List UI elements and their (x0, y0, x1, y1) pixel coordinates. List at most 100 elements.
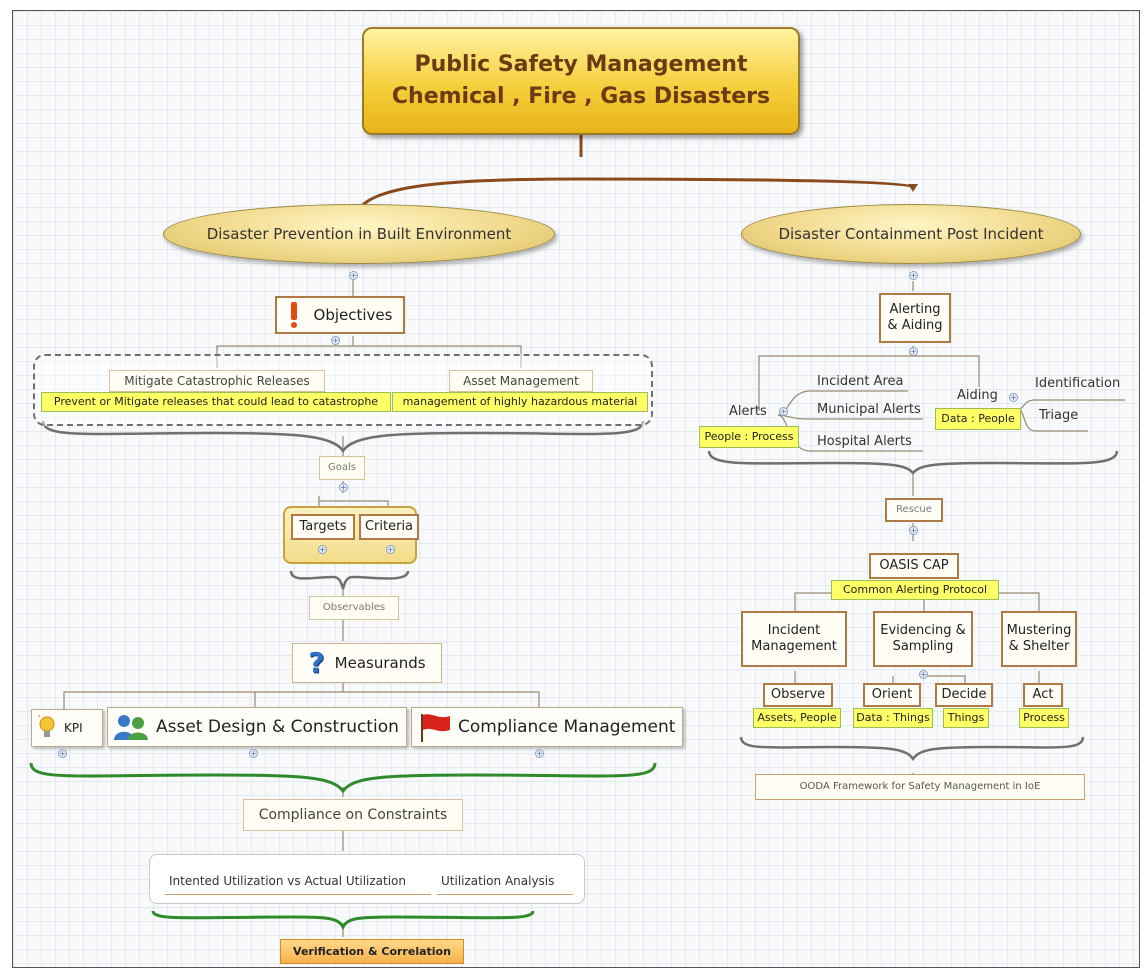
node-asset-design[interactable]: Asset Design & Construction (107, 707, 407, 747)
node-alerting-line2: & Aiding (887, 318, 943, 333)
node-identification[interactable]: Identification (1031, 373, 1131, 395)
node-asset-design-label: Asset Design & Construction (156, 716, 399, 737)
node-compliance-constraints[interactable]: Compliance on Constraints (243, 799, 463, 831)
expand-plus-icon[interactable]: + (909, 271, 918, 280)
node-mustering-line2: & Shelter (1008, 639, 1070, 654)
node-incident-area[interactable]: Incident Area (813, 371, 913, 393)
lightbulb-icon (38, 715, 56, 741)
utilization-frame (149, 854, 585, 904)
expand-plus-icon[interactable]: + (909, 347, 918, 356)
note-aiding-text: Data : People (941, 412, 1015, 426)
node-intended-utilization[interactable]: Intented Utilization vs Actual Utilizati… (165, 869, 431, 895)
note-act: Process (1019, 708, 1069, 728)
node-hospital-alerts-label: Hospital Alerts (817, 434, 912, 450)
node-objectives-label: Objectives (313, 306, 393, 324)
topic-disaster-prevention[interactable]: Disaster Prevention in Built Environment (163, 204, 555, 264)
expand-plus-icon[interactable]: + (909, 526, 918, 535)
node-targets[interactable]: Targets (291, 514, 355, 540)
connector-lines (29, 135, 1125, 937)
node-aiding[interactable]: Aiding (953, 385, 1009, 407)
node-goals[interactable]: Goals (319, 456, 365, 480)
node-observe[interactable]: Observe (763, 683, 833, 707)
node-observables[interactable]: Observables (309, 596, 399, 620)
expand-plus-icon[interactable]: + (349, 271, 358, 280)
node-municipal-alerts[interactable]: Municipal Alerts (813, 399, 929, 421)
note-observe-text: Assets, People (757, 711, 837, 725)
node-incident-area-label: Incident Area (817, 374, 904, 390)
central-topic[interactable]: Public Safety Management Chemical , Fire… (362, 27, 800, 135)
expand-plus-icon[interactable]: + (535, 749, 544, 758)
node-compliance-management-label: Compliance Management (458, 716, 676, 737)
expand-plus-icon[interactable]: + (249, 749, 258, 758)
note-alerts: People : Process (699, 426, 799, 448)
node-incident-management[interactable]: Incident Management (741, 611, 847, 667)
note-aiding: Data : People (935, 408, 1021, 430)
node-observe-label: Observe (770, 687, 826, 703)
node-measurands[interactable]: ? Measurands (292, 643, 442, 683)
question-icon: ? (308, 646, 325, 680)
node-rescue[interactable]: Rescue (885, 498, 943, 522)
node-decide[interactable]: Decide (935, 683, 993, 707)
expand-plus-icon[interactable]: + (318, 545, 327, 554)
node-oasis-cap-label: OASIS CAP (879, 558, 949, 574)
node-targets-label: Targets (299, 519, 347, 535)
node-goals-label: Goals (328, 462, 356, 473)
note-asset-management: management of highly hazardous material (392, 392, 648, 412)
note-oasis-cap-text: Common Alerting Protocol (842, 583, 988, 597)
node-utilization-analysis[interactable]: Utilization Analysis (437, 869, 573, 895)
node-compliance-management[interactable]: Compliance Management (411, 707, 683, 747)
topic-disaster-containment[interactable]: Disaster Containment Post Incident (741, 204, 1081, 264)
people-icon (114, 714, 148, 740)
node-asset-management-label: Asset Management (463, 373, 579, 388)
note-act-text: Process (1023, 711, 1065, 725)
node-incident-mgmt-line1: Incident (767, 623, 821, 639)
node-incident-mgmt-line2: Management (751, 639, 837, 654)
node-hospital-alerts[interactable]: Hospital Alerts (813, 431, 923, 453)
node-criteria[interactable]: Criteria (359, 514, 419, 540)
node-orient-label: Orient (871, 687, 913, 703)
node-aiding-label: Aiding (957, 388, 998, 404)
note-observe: Assets, People (753, 708, 841, 728)
note-decide: Things (943, 708, 989, 728)
node-criteria-label: Criteria (364, 519, 414, 535)
node-ooda-framework[interactable]: OODA Framework for Safety Management in … (755, 774, 1085, 800)
node-evidencing-sampling[interactable]: Evidencing & Sampling (873, 611, 973, 667)
expand-plus-icon[interactable]: + (331, 336, 340, 345)
expand-plus-icon[interactable]: + (386, 545, 395, 554)
node-orient[interactable]: Orient (863, 683, 921, 707)
node-alerting-line1: Alerting (889, 302, 941, 318)
node-alerts[interactable]: Alerts (725, 401, 775, 423)
node-oasis-cap[interactable]: OASIS CAP (869, 553, 959, 579)
note-alerts-text: People : Process (704, 430, 794, 444)
expand-plus-icon[interactable]: + (58, 749, 67, 758)
node-verification-correlation[interactable]: Verification & Correlation (280, 939, 464, 964)
node-objectives[interactable]: Objectives (275, 296, 405, 334)
node-identification-label: Identification (1035, 376, 1121, 392)
node-measurands-label: Measurands (334, 654, 426, 672)
topic-disaster-prevention-label: Disaster Prevention in Built Environment (206, 225, 512, 243)
node-triage[interactable]: Triage (1035, 405, 1091, 427)
node-rescue-label: Rescue (896, 504, 932, 515)
node-observables-label: Observables (322, 602, 386, 613)
expand-plus-icon[interactable]: + (919, 670, 928, 679)
node-verification-correlation-label: Verification & Correlation (293, 944, 451, 958)
node-act-label: Act (1032, 687, 1054, 703)
note-mitigate: Prevent or Mitigate releases that could … (41, 392, 391, 412)
node-mustering-line1: Mustering (1006, 623, 1072, 639)
expand-plus-icon[interactable]: + (1009, 393, 1018, 402)
central-topic-line2: Chemical , Fire , Gas Disasters (391, 84, 771, 109)
node-asset-management[interactable]: Asset Management (449, 370, 593, 392)
node-mustering-shelter[interactable]: Mustering & Shelter (1001, 611, 1077, 667)
node-alerting-aiding[interactable]: Alerting & Aiding (879, 293, 951, 343)
node-alerts-label: Alerts (729, 404, 767, 420)
topic-disaster-containment-label: Disaster Containment Post Incident (778, 225, 1044, 243)
node-act[interactable]: Act (1023, 683, 1063, 707)
expand-plus-icon[interactable]: + (779, 407, 788, 416)
node-ooda-framework-label: OODA Framework for Safety Management in … (799, 781, 1041, 792)
node-municipal-alerts-label: Municipal Alerts (817, 402, 921, 418)
central-topic-line1: Public Safety Management (414, 52, 748, 78)
node-mitigate-releases[interactable]: Mitigate Catastrophic Releases (109, 370, 325, 392)
node-kpi[interactable]: KPI (31, 709, 103, 747)
expand-plus-icon[interactable]: + (339, 483, 348, 492)
note-orient: Data : Things (853, 708, 933, 728)
